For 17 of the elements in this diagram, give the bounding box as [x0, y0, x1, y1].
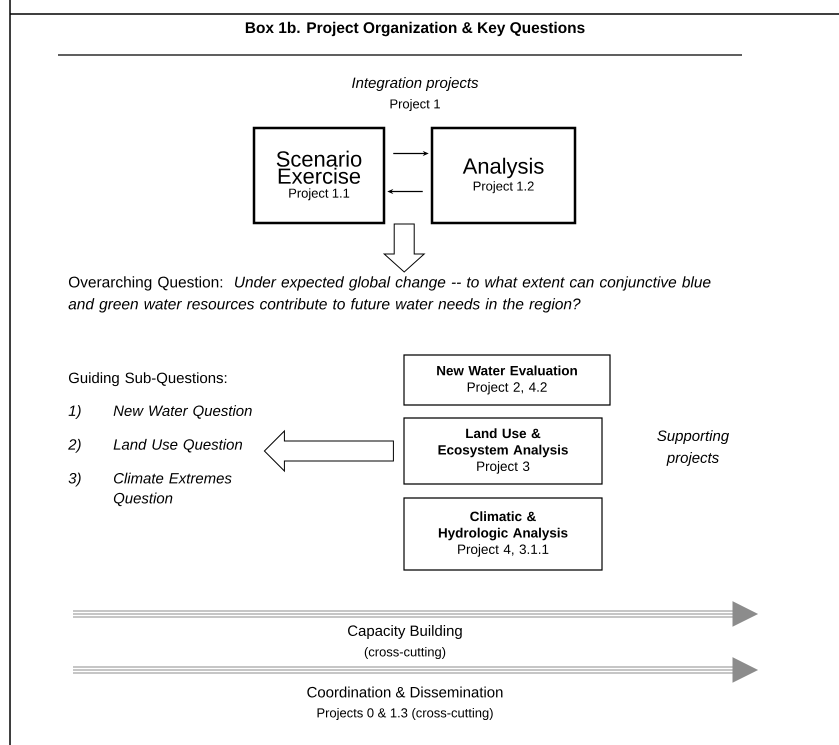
band-sublabel: (cross-cutting) — [364, 646, 446, 660]
band-sublabel: Projects 0 & 1.3 (cross-cutting) — [318, 708, 493, 720]
project-box: Land Use & Ecosystem Analysis Project 3 — [403, 417, 603, 485]
section-heading: Integration projects — [352, 77, 478, 91]
project-number: Project 1 — [390, 98, 440, 112]
block-arrow — [264, 430, 394, 472]
band-label: Capacity Building — [348, 625, 462, 639]
title: Box 1b. Project Organization & Key Questions — [246, 22, 585, 36]
block-arrow — [382, 224, 426, 273]
band-label: Coordination & Dissemination — [307, 686, 502, 698]
project-box: New Water Evaluation Project 2, 4.2 — [403, 354, 611, 406]
project-box: Analysis Project 1.2 — [430, 126, 576, 224]
side-label: Supporting projects — [657, 430, 729, 466]
question-list: Guiding Sub-Questions: 1) New Water Question 2) Land Use Question 3) Climate Extremes Question — [68, 372, 252, 506]
question-text: Overarching Question: Under expected global change -- to what extent can conjunctive blue and green water resources contribute to future water needs in the region? — [68, 276, 710, 312]
project-box: Scenario Exercise Project 1.1 — [252, 126, 386, 224]
project-box: Climatic & Hydrologic Analysis Project 4, 3.1.1 — [403, 497, 603, 571]
